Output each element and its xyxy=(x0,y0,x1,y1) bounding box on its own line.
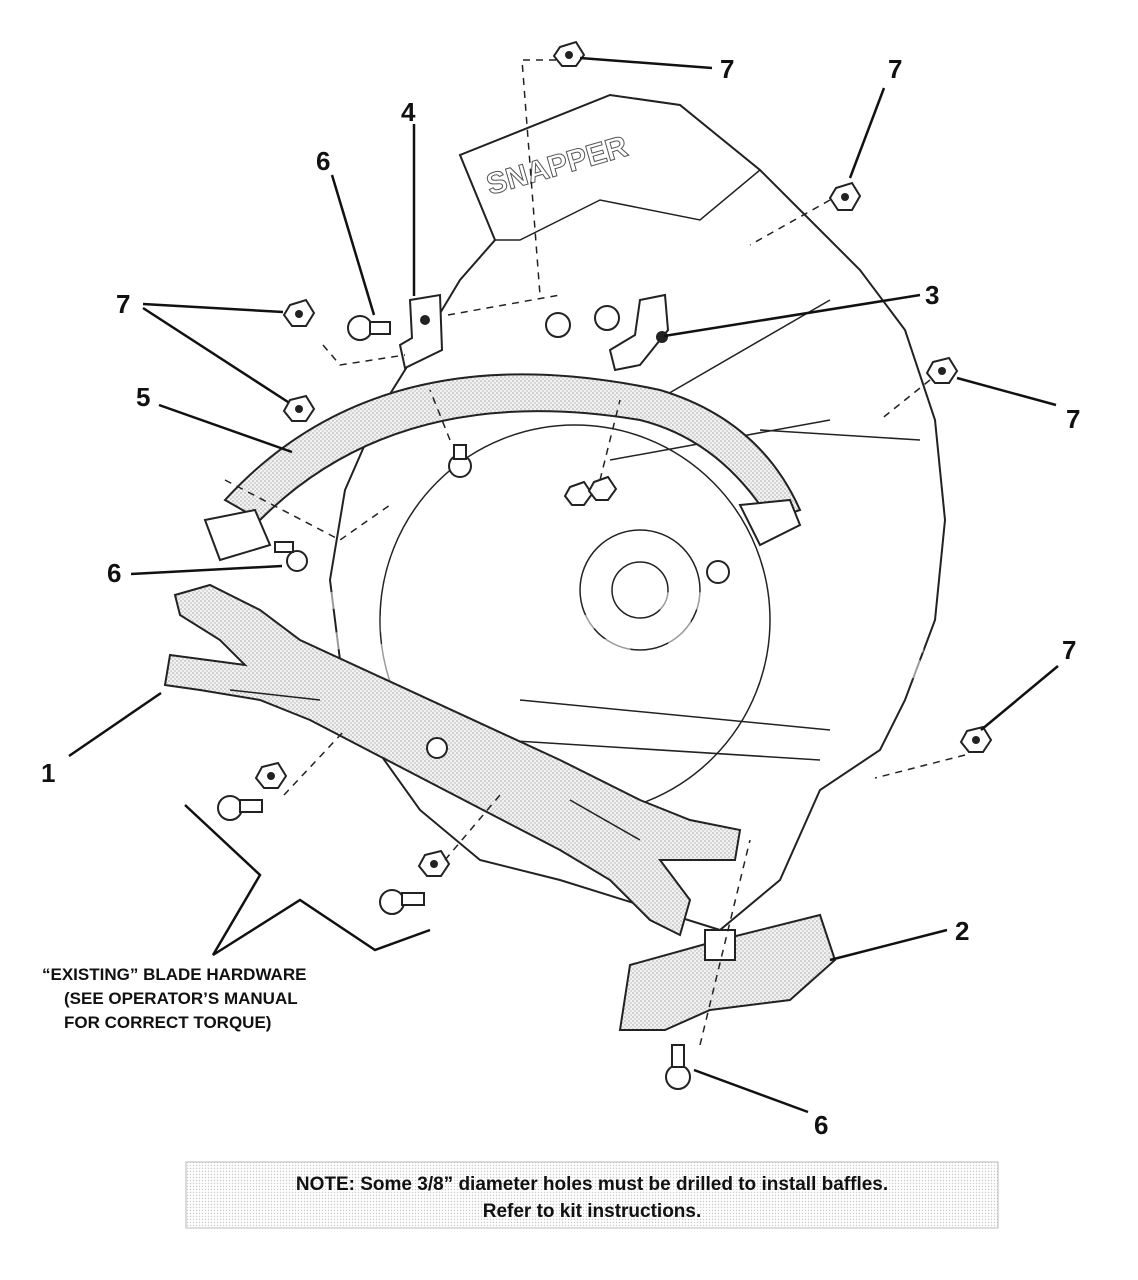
callout-3: 3 xyxy=(925,280,939,310)
bolt xyxy=(665,1044,691,1090)
callout-7-left: 7 xyxy=(116,289,130,319)
curved-baffle-part-5 xyxy=(203,373,802,562)
callout-4: 4 xyxy=(401,97,416,127)
note-line1: NOTE: Some 3/8” diameter holes must be d… xyxy=(296,1174,888,1195)
bolt xyxy=(274,541,308,572)
bolt xyxy=(706,560,730,584)
hardware-note-line1: “EXISTING” BLADE HARDWARE xyxy=(42,965,306,984)
note-line2: Refer to kit instructions. xyxy=(483,1201,702,1222)
nut xyxy=(587,475,618,501)
bolt xyxy=(594,305,620,331)
nut xyxy=(828,181,862,211)
deck-top-panel xyxy=(459,94,762,241)
nut xyxy=(254,761,288,789)
bracket-part-4 xyxy=(398,293,444,370)
bolt xyxy=(379,889,425,915)
spindle-outer xyxy=(579,529,701,651)
deck-brand-label: SNAPPER xyxy=(483,130,632,202)
hardware-bracket xyxy=(184,804,431,957)
callout-7-upper-right: 7 xyxy=(888,54,902,84)
callout-1: 1 xyxy=(41,758,55,788)
hardware-note: “EXISTING” BLADE HARDWARE (SEE OPERATOR’… xyxy=(42,965,306,1032)
hardware xyxy=(217,40,993,1090)
callouts: 7 7 4 6 3 7 5 7 6 7 1 2 6 xyxy=(41,54,1080,1140)
baffle-part-2 xyxy=(618,913,837,1031)
hardware-note-line3: FOR CORRECT TORQUE) xyxy=(64,1013,271,1032)
callout-5: 5 xyxy=(136,382,150,412)
callout-6-left: 6 xyxy=(107,558,121,588)
callout-6-upper: 6 xyxy=(316,146,330,176)
bracket-part-3 xyxy=(608,293,670,372)
hardware-note-line2: (SEE OPERATOR’S MANUAL xyxy=(64,989,298,1008)
bolt xyxy=(448,444,472,478)
bolt xyxy=(545,312,571,338)
assembly-lines xyxy=(224,59,966,1046)
spindle-inner xyxy=(611,561,669,619)
bolt xyxy=(347,315,391,341)
callout-7-lower-right: 7 xyxy=(1062,635,1076,665)
nut xyxy=(925,356,959,384)
nut xyxy=(282,298,316,327)
callout-6-bottom: 6 xyxy=(814,1110,828,1140)
note-box: NOTE: Some 3/8” diameter holes must be d… xyxy=(185,1161,999,1229)
blade-part-1 xyxy=(163,583,742,937)
bolt xyxy=(217,795,263,821)
nut xyxy=(417,849,451,877)
callout-2: 2 xyxy=(955,916,969,946)
leader-lines xyxy=(68,56,1059,1114)
nut xyxy=(959,725,993,753)
callout-7-top: 7 xyxy=(720,54,734,84)
callout-7-right: 7 xyxy=(1066,404,1080,434)
nut xyxy=(552,40,586,67)
nut xyxy=(563,480,594,506)
note-box-background xyxy=(185,1161,999,1229)
washer xyxy=(426,737,448,759)
nut xyxy=(282,394,316,422)
